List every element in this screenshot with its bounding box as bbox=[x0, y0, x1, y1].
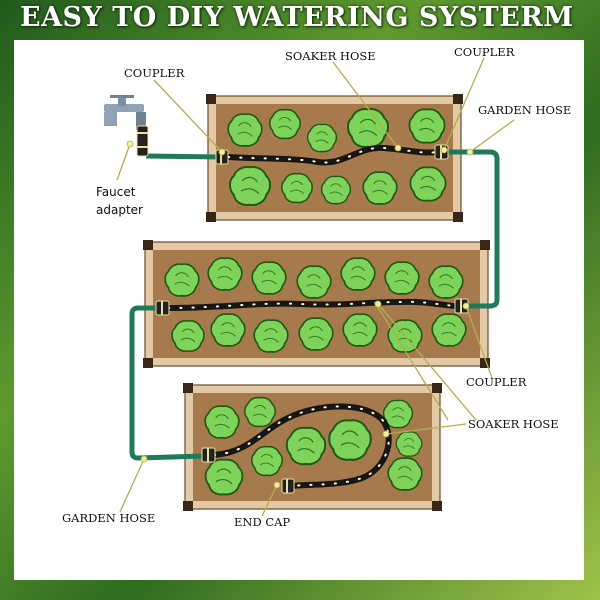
soaker-hose-bottom-label: SOAKER HOSE bbox=[468, 417, 559, 431]
soaker-hose-top bbox=[225, 144, 441, 166]
callout-dots bbox=[126, 140, 474, 489]
coupler-bottom-left bbox=[201, 447, 216, 463]
end-cap bbox=[281, 478, 295, 494]
soaker-hose-top-label: SOAKER HOSE bbox=[285, 49, 376, 63]
garden-hose-top-label: GARDEN HOSE bbox=[478, 103, 571, 117]
callout-lines bbox=[116, 57, 515, 517]
coupler-middle-left bbox=[155, 300, 170, 316]
end-cap-label: END CAP bbox=[234, 515, 290, 529]
page-title: EASY TO DIY WATERING SYSTERM bbox=[20, 2, 574, 33]
faucet-adapter-label-line1: Faucet bbox=[96, 185, 136, 199]
coupler-middle-label: COUPLER bbox=[466, 375, 527, 389]
coupler-top-left-label: COUPLER bbox=[124, 66, 185, 80]
soaker-hose-middle bbox=[165, 298, 459, 311]
garden-hose-segments bbox=[129, 149, 500, 461]
garden-hose-bottom-label: GARDEN HOSE bbox=[62, 511, 155, 525]
faucet-adapter bbox=[136, 125, 149, 157]
coupler-top-right-label: COUPLER bbox=[454, 45, 515, 59]
faucet-adapter-label-line2: adapter bbox=[96, 203, 143, 217]
soaker-hose-bottom bbox=[211, 403, 392, 489]
faucet-icon bbox=[104, 95, 146, 130]
